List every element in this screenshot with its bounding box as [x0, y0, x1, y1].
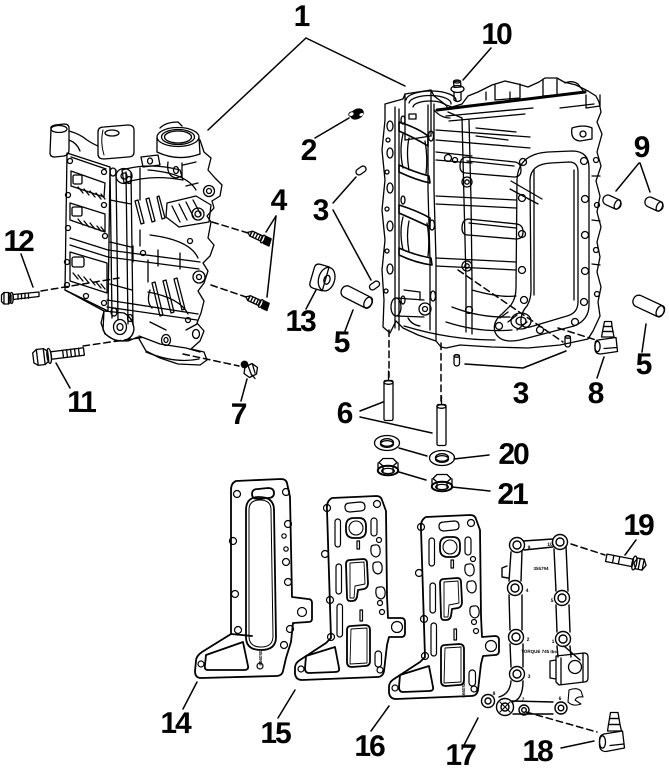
svg-text:6: 6 — [337, 397, 354, 430]
svg-text:11: 11 — [67, 386, 96, 419]
svg-text:16: 16 — [354, 730, 385, 763]
svg-text:21: 21 — [497, 478, 528, 511]
svg-text:TORQUE 745 lbs: TORQUE 745 lbs — [521, 649, 557, 654]
svg-text:4: 4 — [271, 184, 288, 217]
svg-text:18: 18 — [522, 735, 553, 768]
svg-text:8: 8 — [588, 377, 605, 410]
svg-text:13: 13 — [285, 305, 316, 338]
svg-text:353999: 353999 — [258, 650, 263, 666]
svg-text:15: 15 — [260, 717, 291, 750]
svg-text:9: 9 — [528, 545, 531, 551]
svg-text:6: 6 — [559, 696, 562, 702]
svg-text:355794: 355794 — [533, 566, 549, 571]
svg-text:353999: 353999 — [461, 682, 466, 698]
svg-text:2: 2 — [527, 637, 530, 643]
svg-text:3: 3 — [313, 194, 330, 227]
svg-text:3: 3 — [528, 674, 531, 680]
svg-text:20: 20 — [498, 438, 529, 471]
svg-text:5: 5 — [551, 598, 554, 604]
svg-text:8: 8 — [493, 691, 496, 697]
svg-text:5: 5 — [636, 348, 653, 381]
svg-text:14: 14 — [160, 707, 192, 740]
svg-text:10: 10 — [481, 18, 512, 51]
svg-text:9: 9 — [634, 131, 651, 164]
svg-text:5: 5 — [334, 326, 351, 359]
svg-text:2: 2 — [301, 134, 318, 167]
svg-text:1: 1 — [552, 639, 555, 645]
svg-text:7: 7 — [522, 697, 525, 703]
svg-text:7: 7 — [231, 398, 248, 431]
svg-text:3: 3 — [513, 377, 530, 410]
svg-text:1: 1 — [294, 0, 311, 33]
svg-text:12: 12 — [3, 225, 34, 258]
svg-text:19: 19 — [623, 509, 654, 542]
svg-text:10: 10 — [547, 542, 553, 548]
svg-text:17: 17 — [445, 739, 476, 772]
svg-text:4: 4 — [526, 588, 529, 594]
